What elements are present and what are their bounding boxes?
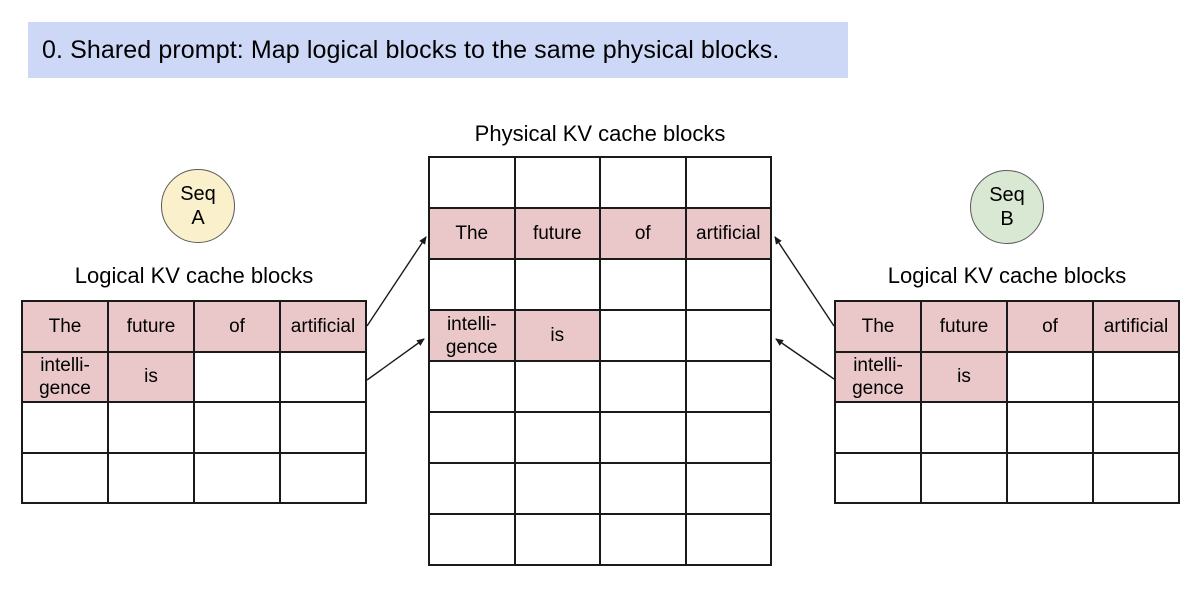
kv-cell-is: is	[921, 351, 1007, 402]
kv-cell-empty	[600, 157, 686, 208]
kv-cell-empty	[1007, 452, 1093, 503]
kv-cell-empty	[108, 452, 194, 503]
kv-cell-of: of	[600, 208, 686, 259]
kv-cell-empty	[514, 463, 600, 514]
kv-cell-future: future	[514, 208, 600, 259]
kv-cell-empty	[921, 402, 1007, 453]
kv-cell-empty	[1007, 351, 1093, 402]
kv-cell-artificial: artificial	[685, 208, 771, 259]
kv-cell-empty	[1093, 452, 1179, 503]
kv-cell-intelli-gence: intelli- gence	[429, 310, 515, 361]
arrow-seq-a-block1	[366, 338, 425, 381]
kv-cell-empty	[429, 412, 515, 463]
kv-cell-empty	[600, 514, 686, 565]
kv-cell-future: future	[921, 301, 1007, 352]
step-banner-text: 0. Shared prompt: Map logical blocks to …	[42, 35, 780, 64]
kv-cell-empty	[22, 402, 108, 453]
kv-cell-intelli-gence: intelli- gence	[835, 351, 921, 402]
kv-cell-future: future	[108, 301, 194, 352]
kv-cell-empty	[685, 361, 771, 412]
kv-cell-empty	[429, 463, 515, 514]
kv-cell-is: is	[108, 351, 194, 402]
kv-cell-the: The	[22, 301, 108, 352]
kv-cell-empty	[685, 514, 771, 565]
kv-cell-empty	[685, 259, 771, 310]
kv-cell-empty	[600, 412, 686, 463]
kv-cell-of: of	[1007, 301, 1093, 352]
kv-cell-empty	[194, 351, 280, 402]
kv-cell-empty	[280, 351, 366, 402]
kv-cell-empty	[685, 463, 771, 514]
arrow-seq-b-block1	[775, 338, 835, 380]
kv-cell-intelli-gence: intelli- gence	[22, 351, 108, 402]
kv-cell-empty	[429, 514, 515, 565]
kv-cell-is: is	[514, 310, 600, 361]
kv-cell-empty	[921, 452, 1007, 503]
kv-cell-empty	[835, 452, 921, 503]
kv-cell-empty	[685, 412, 771, 463]
kv-cell-empty	[194, 402, 280, 453]
logical-table-b-title: Logical KV cache blocks	[887, 263, 1127, 288]
kv-cell-empty	[22, 452, 108, 503]
kv-cell-empty	[514, 412, 600, 463]
kv-cell-empty	[1007, 402, 1093, 453]
kv-cell-empty	[514, 514, 600, 565]
kv-cell-empty	[600, 463, 686, 514]
kv-cell-empty	[514, 157, 600, 208]
step-banner: 0. Shared prompt: Map logical blocks to …	[28, 22, 848, 78]
kv-cell-empty	[429, 259, 515, 310]
kv-cell-empty	[429, 157, 515, 208]
arrow-seq-a-block0	[366, 236, 427, 327]
seq-b-label: Seq B	[989, 184, 1025, 230]
kv-cell-artificial: artificial	[1093, 301, 1179, 352]
seq-a-label: Seq A	[180, 183, 216, 229]
seq-b-badge: Seq B	[970, 170, 1044, 244]
kv-cell-the: The	[835, 301, 921, 352]
kv-cell-empty	[429, 361, 515, 412]
kv-cell-empty	[108, 402, 194, 453]
physical-table-title: Physical KV cache blocks	[474, 121, 726, 146]
kv-cell-empty	[600, 259, 686, 310]
kv-cell-empty	[280, 402, 366, 453]
logical-table-a-title: Logical KV cache blocks	[74, 263, 314, 288]
kv-cell-empty	[1093, 402, 1179, 453]
kv-cell-empty	[280, 452, 366, 503]
kv-cell-empty	[514, 259, 600, 310]
kv-cell-empty	[835, 402, 921, 453]
kv-cell-empty	[600, 310, 686, 361]
kv-cell-of: of	[194, 301, 280, 352]
kv-cell-empty	[600, 361, 686, 412]
kv-cell-empty	[1093, 351, 1179, 402]
kv-cell-empty	[685, 310, 771, 361]
arrow-seq-b-block0	[774, 236, 835, 327]
kv-cell-empty	[514, 361, 600, 412]
seq-a-badge: Seq A	[161, 169, 235, 243]
kv-cell-the: The	[429, 208, 515, 259]
kv-cell-empty	[685, 157, 771, 208]
kv-cell-artificial: artificial	[280, 301, 366, 352]
kv-cell-empty	[194, 452, 280, 503]
